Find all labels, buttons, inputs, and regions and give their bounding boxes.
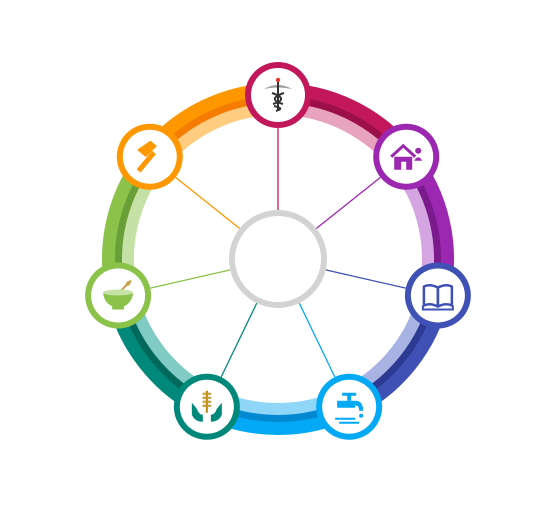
house-family-icon (390, 143, 423, 170)
food-bowl-icon (103, 279, 134, 310)
spoke-housing (315, 176, 381, 229)
nodes (85, 62, 471, 440)
caduceus-icon (264, 77, 292, 112)
center-circle (229, 210, 327, 308)
node-food (85, 262, 152, 329)
node-education (404, 262, 471, 329)
node-housing (373, 123, 440, 190)
spoke-water (298, 302, 336, 378)
spoke-education (325, 269, 406, 289)
water-tap-icon (335, 392, 364, 424)
spoke-employment (175, 176, 241, 229)
node-water (316, 373, 383, 440)
node-agriculture (173, 373, 240, 440)
node-health (245, 62, 311, 128)
hands-wheat-icon (191, 390, 222, 422)
hammer-icon (136, 140, 157, 173)
spoke-agriculture (220, 302, 258, 378)
center-hub (229, 210, 327, 308)
spoke-food (150, 269, 231, 289)
node-employment (116, 123, 183, 190)
open-book-icon (421, 283, 454, 311)
spokes (150, 128, 406, 378)
